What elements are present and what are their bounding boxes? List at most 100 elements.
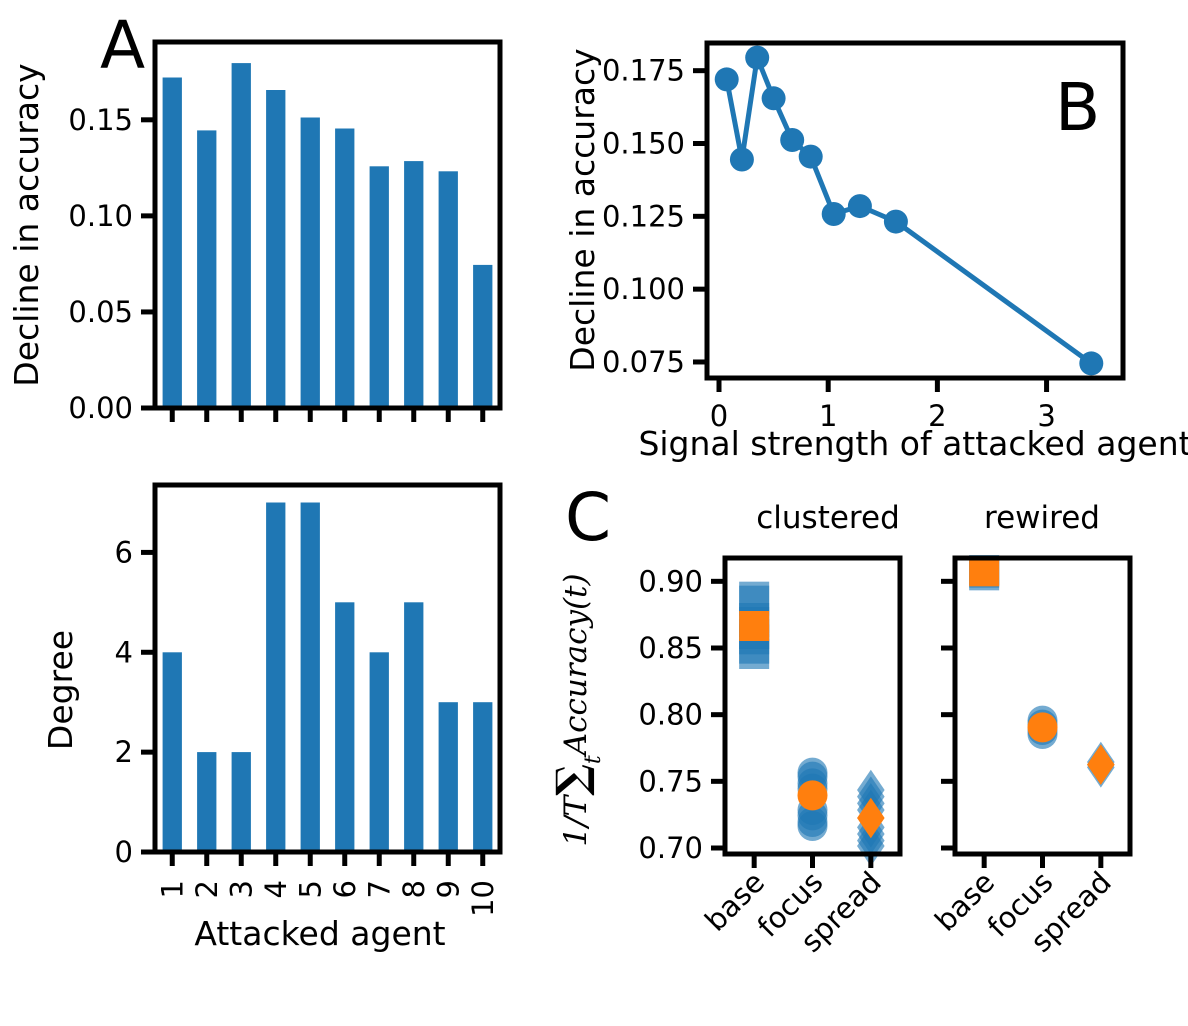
panel-a-bars xyxy=(162,63,493,408)
panel-c-ylabel: 1/T∑tAccuracy(t) xyxy=(547,573,606,846)
tick-label: 0.75 xyxy=(638,764,703,798)
bar xyxy=(473,264,493,408)
ylabel-sub: t xyxy=(581,755,606,764)
data-point xyxy=(745,45,770,70)
tick-label: 2 xyxy=(928,399,946,433)
bar xyxy=(335,128,355,408)
panel-a-x-ticks xyxy=(169,408,486,422)
tick-label: 0.00 xyxy=(68,391,133,425)
x-tick-label: 10 xyxy=(466,880,500,917)
tick-label: 2 xyxy=(115,735,133,769)
bar xyxy=(404,161,424,408)
tick-label: 0.85 xyxy=(638,631,703,665)
panel-b-y-ticks: 0.075 0.100 0.125 0.150 0.175 xyxy=(602,54,707,379)
tick-label: 3 xyxy=(1037,399,1055,433)
panel-degree-y-ticks: 0 2 4 6 xyxy=(115,535,155,869)
bar xyxy=(300,502,320,852)
panel-c-clustered-y-ticks: 0.70 0.75 0.80 0.85 0.90 xyxy=(638,564,725,865)
data-point xyxy=(847,194,872,219)
bar xyxy=(438,171,458,408)
panel-degree-xlabel: Attacked agent xyxy=(194,914,445,953)
bar xyxy=(162,77,182,408)
data-point xyxy=(729,147,754,172)
tick-label: 0.150 xyxy=(602,127,685,161)
marker-circle xyxy=(797,780,828,811)
panel-c-rewired-title: rewired xyxy=(984,500,1100,536)
bar xyxy=(369,652,389,852)
line-path xyxy=(724,48,1093,366)
panel-a-label: A xyxy=(100,7,145,84)
bar xyxy=(473,702,493,852)
tick-label: 0 xyxy=(710,399,728,433)
panel-c-ylabel-text: 1/T∑tAccuracy(t) xyxy=(547,573,606,846)
panel-c-rewired-y-ticks xyxy=(941,578,955,851)
bar xyxy=(300,117,320,408)
bar xyxy=(197,752,217,852)
tick-label: 0 xyxy=(115,835,133,869)
bar xyxy=(438,702,458,852)
marker-diamond xyxy=(1087,744,1115,785)
bar xyxy=(197,130,217,408)
bar xyxy=(404,602,424,852)
panel-b-ylabel: Decline in accuracy xyxy=(563,48,602,371)
panel-b-xlabel: Signal strength of attacked agent xyxy=(638,424,1188,463)
ylabel-prefix: 1/T xyxy=(558,793,594,846)
panel-c-clustered-title: clustered xyxy=(756,500,900,536)
x-tick-label: 6 xyxy=(328,880,362,898)
x-tick-label: 2 xyxy=(190,880,224,898)
panel-c-rewired-points xyxy=(969,555,1115,788)
data-point xyxy=(883,209,908,234)
tick-label: 1 xyxy=(819,399,837,433)
panel-degree-frame xyxy=(152,482,503,855)
panel-b-frame xyxy=(704,40,1126,381)
tick-label: 0.175 xyxy=(602,54,685,88)
bar xyxy=(266,90,286,408)
tick-label: 0.10 xyxy=(68,199,133,233)
bar xyxy=(231,752,251,852)
tick-label: 0.70 xyxy=(638,831,703,865)
x-tick-label: 4 xyxy=(259,880,293,898)
bar xyxy=(266,502,286,852)
tick-label: 6 xyxy=(115,535,133,569)
tick-label: 0.100 xyxy=(602,272,685,306)
marker-circle xyxy=(1027,712,1058,743)
bar xyxy=(335,602,355,852)
data-point xyxy=(821,202,846,226)
panel-a-ylabel: Decline in accuracy xyxy=(7,63,46,386)
tick-label: 0.80 xyxy=(638,698,703,732)
marker-square xyxy=(739,639,770,669)
ylabel-body: Accuracy(t) xyxy=(558,573,594,758)
marker-square xyxy=(739,611,770,641)
panel-c-clustered-points xyxy=(739,581,885,867)
bar xyxy=(369,166,389,408)
panel-a-y-ticks: 0.00 0.05 0.10 0.15 xyxy=(68,103,155,425)
panel-a-frame xyxy=(152,39,503,411)
panel-a: A Decline in accuracy 0.00 0.05 0.10 0.15 xyxy=(7,7,503,425)
x-tick-label: 9 xyxy=(431,880,465,898)
marker-diamond xyxy=(857,797,885,839)
x-tick-label: 1 xyxy=(155,880,189,898)
panel-b-x-ticks: 0 1 2 3 xyxy=(710,378,1056,433)
panel-b: B Decline in accuracy Signal strength of… xyxy=(563,40,1188,463)
tick-label: 4 xyxy=(115,635,133,669)
data-point xyxy=(1079,351,1104,376)
tick-label: 0.05 xyxy=(68,295,133,329)
x-tick-label: 3 xyxy=(224,880,258,898)
panel-b-data-points xyxy=(714,45,1104,376)
tick-label: 0.125 xyxy=(602,199,685,233)
ylabel-sigma: ∑ xyxy=(547,764,596,796)
x-tick-label: 7 xyxy=(362,880,396,898)
bar xyxy=(162,652,182,852)
tick-label: 0.15 xyxy=(68,103,133,137)
marker-circle xyxy=(797,811,828,841)
panel-b-label: B xyxy=(1055,69,1100,146)
panel-b-line-series xyxy=(724,48,1093,366)
tick-label: 0.90 xyxy=(638,564,703,598)
data-point xyxy=(798,144,823,169)
panel-degree-bars xyxy=(162,502,493,852)
tick-label: 0.075 xyxy=(602,345,685,379)
